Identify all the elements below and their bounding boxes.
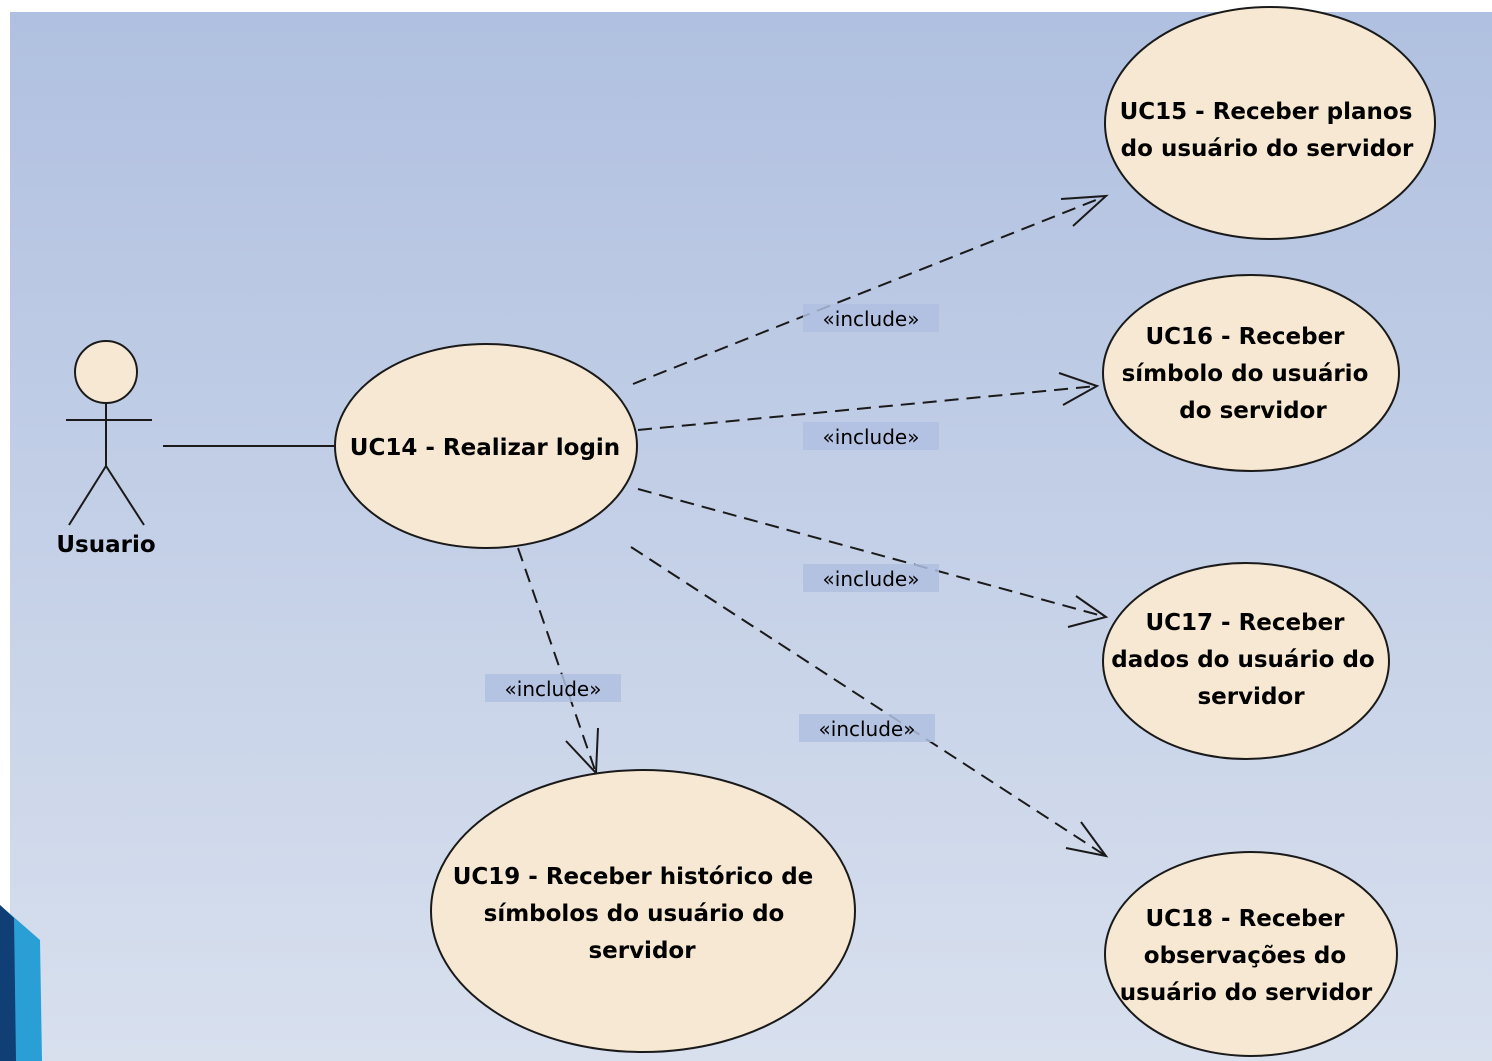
uc18-line-1: UC18 - Receber [1145, 906, 1345, 932]
include-label-uc15: «include» [823, 307, 920, 331]
use-case-label-uc16: UC16 - Receber símbolo do usuário do ser… [1122, 324, 1377, 424]
use-case-uc16[interactable] [1102, 274, 1400, 472]
use-case-uc19[interactable] [430, 769, 856, 1053]
uc19-line-1: UC19 - Receber histórico de [453, 864, 814, 890]
uc17-line-3: servidor [1197, 684, 1305, 710]
arrowhead-uc17 [1067, 595, 1109, 628]
use-case-label-uc17: UC17 - Receber dados do usuário do servi… [1111, 610, 1383, 710]
actor-left-leg [68, 465, 107, 526]
uc17-line-1: UC17 - Receber [1145, 610, 1345, 636]
include-label-uc16: «include» [823, 425, 920, 449]
uc14-line-1: UC14 - Realizar login [350, 435, 620, 461]
use-case-label-uc18: UC18 - Receber observações do usuário do… [1120, 906, 1373, 1006]
uc17-line-2: dados do usuário do [1111, 647, 1374, 673]
uc18-line-3: usuário do servidor [1120, 980, 1373, 1006]
corner-accent-dark-shape [0, 905, 16, 1061]
arrowhead-uc16 [1058, 372, 1100, 406]
include-label-uc19: «include» [505, 677, 602, 701]
arrowhead-uc18 [1065, 821, 1109, 858]
use-case-label-uc15: UC15 - Receber planos do usuário do serv… [1120, 99, 1421, 162]
include-line-uc19 [517, 547, 597, 774]
include-arrowheads [565, 194, 1109, 858]
include-label-bg [803, 422, 939, 450]
use-case-uc18[interactable] [1104, 851, 1398, 1057]
uc19-line-3: servidor [588, 938, 696, 964]
actor-figure [66, 340, 152, 526]
include-line-uc18 [630, 546, 1107, 857]
actor-name: Usuario [56, 532, 155, 558]
include-line-uc16 [637, 385, 1098, 431]
use-case-label-uc19: UC19 - Receber histórico de símbolos do … [453, 864, 822, 964]
uc16-line-1: UC16 - Receber [1145, 324, 1345, 350]
include-label-bg [803, 564, 939, 592]
arrowhead-uc15 [1060, 194, 1109, 227]
uc16-line-3: do servidor [1179, 398, 1327, 424]
use-case-uc15[interactable] [1104, 6, 1436, 240]
uc16-line-2: símbolo do usuário [1122, 361, 1369, 387]
uc15-line-1: UC15 - Receber planos [1120, 99, 1413, 125]
include-label-bg [803, 304, 939, 332]
include-line-uc17 [637, 488, 1107, 618]
use-case-uc17[interactable] [1102, 562, 1390, 760]
include-label-bg [799, 714, 935, 742]
include-lines [517, 195, 1107, 857]
include-label-uc17: «include» [823, 567, 920, 591]
uc18-line-2: observações do [1144, 943, 1346, 969]
include-label-uc18: «include» [819, 717, 916, 741]
include-line-uc15 [632, 195, 1107, 385]
actor-right-leg [105, 465, 145, 526]
use-case-uc14[interactable] [334, 343, 638, 549]
include-label-bg [485, 674, 621, 702]
use-case-label-uc14: UC14 - Realizar login [350, 435, 620, 461]
uc19-line-2: símbolos do usuário do [484, 901, 785, 927]
uc15-line-2: do usuário do servidor [1121, 136, 1414, 162]
actor-head [74, 340, 138, 404]
